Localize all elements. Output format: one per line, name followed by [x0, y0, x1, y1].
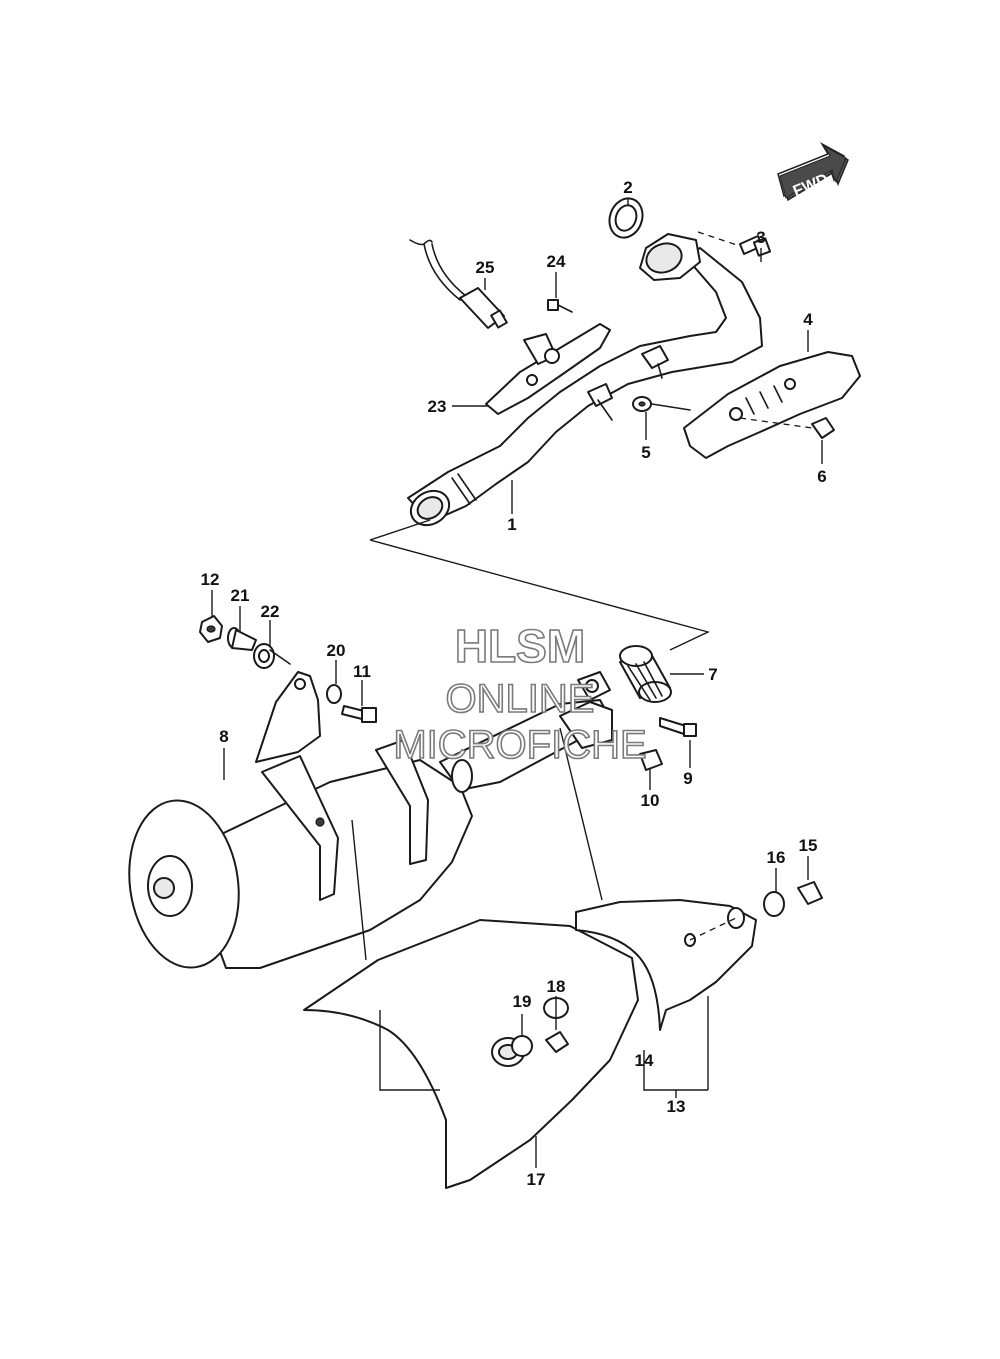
callout-23: 23	[428, 397, 447, 416]
leader-lines	[211, 198, 823, 1168]
callout-7: 7	[708, 665, 717, 684]
watermark-line-3: MICROFICHE	[393, 723, 646, 767]
callout-21: 21	[231, 586, 250, 605]
group-divider-line	[369, 519, 711, 651]
heat-protector-part-4	[683, 351, 861, 459]
callout-15: 15	[799, 836, 818, 855]
callouts: 2 3 25 24 4 23 5 6 1 12 21 22 20 11 7 8 …	[201, 178, 827, 1189]
washer-part-20	[326, 684, 342, 704]
gasket-ring-part-2	[608, 197, 644, 239]
callout-20: 20	[327, 641, 346, 660]
callout-11: 11	[353, 662, 371, 681]
oxygen-sensor-part-25	[409, 239, 508, 329]
forward-arrow-icon: FWD	[777, 142, 849, 202]
bolt-part-11	[341, 705, 377, 723]
callout-22: 22	[261, 602, 280, 621]
bolt-part-3	[697, 231, 772, 257]
muffler-cover-part-17	[303, 919, 639, 1189]
callout-9: 9	[683, 769, 692, 788]
collar-part-22	[253, 643, 291, 669]
bolt-part-15	[797, 881, 823, 905]
callout-13: 13	[667, 1097, 686, 1116]
callout-6: 6	[817, 467, 826, 486]
bracket-part-23	[485, 323, 611, 415]
watermark-line-1: HLSM	[455, 620, 585, 672]
callout-10: 10	[641, 791, 660, 810]
callout-3: 3	[756, 228, 765, 247]
callout-19: 19	[513, 992, 532, 1011]
callout-4: 4	[803, 310, 813, 329]
grommet-part-19	[511, 1035, 533, 1057]
callout-2: 2	[623, 178, 632, 197]
end-cover-part-14	[575, 899, 757, 1031]
seal-part-7	[619, 645, 672, 703]
callout-1: 1	[507, 515, 516, 534]
nut-part-10	[639, 749, 663, 771]
bolt-part-18	[545, 1031, 569, 1053]
washer-part-5	[632, 396, 691, 412]
bolt-part-24	[547, 299, 573, 313]
washer-part-16	[763, 891, 785, 917]
muffler-part-8	[128, 671, 613, 969]
exhaust-pipe-part-1	[407, 233, 763, 527]
nut-part-12	[199, 615, 223, 643]
callout-12: 12	[201, 570, 220, 589]
bolt-part-9	[659, 717, 697, 737]
callout-5: 5	[641, 443, 650, 462]
callout-8: 8	[219, 727, 228, 746]
callout-14: 14	[635, 1051, 654, 1070]
bolt-part-6	[739, 417, 835, 439]
watermark-line-2: ONLINE	[446, 677, 595, 721]
callout-25: 25	[476, 258, 495, 277]
callout-16: 16	[767, 848, 786, 867]
bushing-part-21	[227, 627, 257, 651]
callout-17: 17	[527, 1170, 546, 1189]
watermark: HLSM ONLINE MICROFICHE	[393, 619, 648, 768]
callout-18: 18	[547, 977, 566, 996]
callout-24: 24	[547, 252, 566, 271]
